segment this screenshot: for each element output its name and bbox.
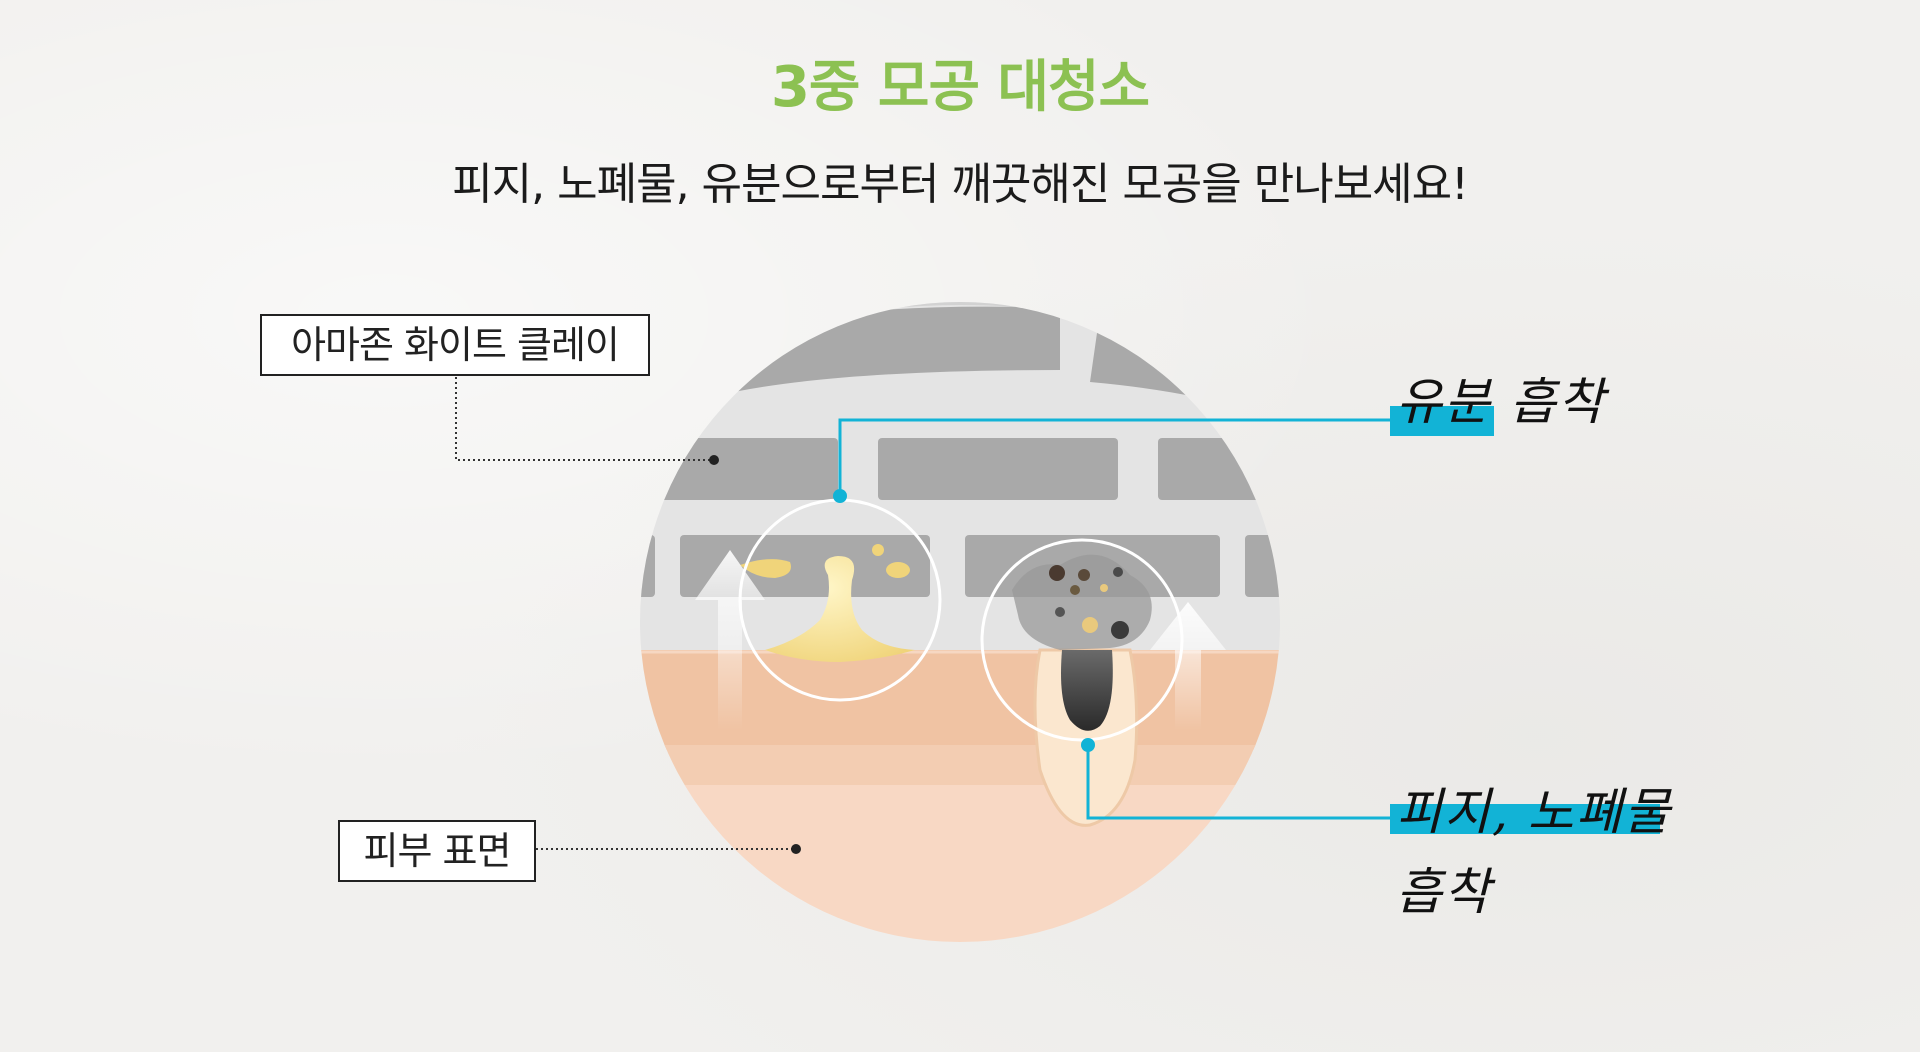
sebum-highlight bbox=[1390, 804, 1660, 834]
skin-surface-label: 피부 표면 bbox=[338, 820, 536, 882]
oil-absorb-label: 유분 흡착 bbox=[1396, 373, 1606, 431]
sebum-label-line2: 흡착 bbox=[1396, 863, 1492, 921]
oil-absorb-highlight bbox=[1390, 406, 1494, 436]
page-title: 3중 모공 대청소 bbox=[770, 55, 1150, 120]
magnified-circle bbox=[640, 302, 1280, 942]
clay-label: 아마존 화이트 클레이 bbox=[260, 314, 650, 376]
sebum-label-line1: 피지, 노폐물 bbox=[1396, 783, 1672, 841]
page-subtitle: 피지, 노폐물, 유분으로부터 깨끗해진 모공을 만나보세요! bbox=[452, 159, 1469, 210]
